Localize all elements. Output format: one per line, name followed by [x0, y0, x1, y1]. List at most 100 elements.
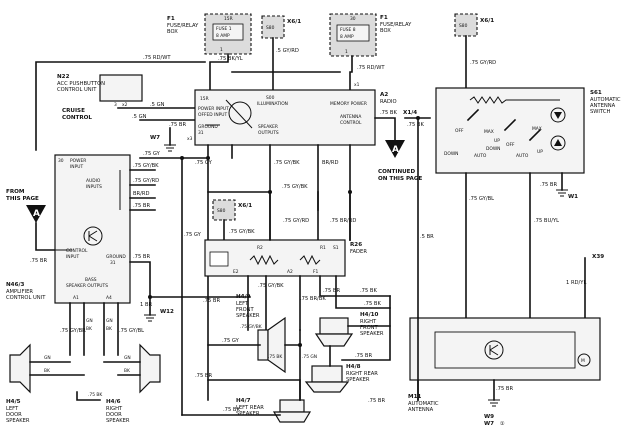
radio-pin-15r: 15R [200, 96, 209, 102]
radio-ground-31: 31 [198, 130, 204, 136]
switch-off-a: OFF [455, 128, 464, 134]
wire-gy-bk-horiz: .75 GY/BK [282, 184, 308, 190]
fuse-1-label: FUSE 1 [216, 26, 232, 32]
m11-automatic: AUTOMATIC [408, 401, 439, 407]
h4-9-left: LEFT [236, 301, 249, 307]
wire-gy-fader: .75 GY [184, 232, 202, 238]
h4-10-right: RIGHT [360, 319, 377, 325]
wire-br-rr: .75 BR [355, 353, 372, 359]
f1-title-mid: FUSE/RELAY [380, 22, 412, 28]
wire-gn-a: .5 GN [150, 102, 165, 108]
n46-title: AMPLIFIER [6, 289, 33, 295]
wire-gy-rd-fader: .75 GY/RD [283, 218, 309, 224]
n46-control: CONTROL [66, 248, 88, 254]
radio-unit [194, 89, 376, 146]
fader-r2: R2 [257, 245, 263, 251]
wire-bk-rf-top: .75 BK [360, 288, 377, 294]
switch-up-a: UP [494, 138, 500, 144]
wire-bk-lf-bot: .75 BK [268, 354, 282, 360]
switch-down: DOWN [444, 151, 458, 157]
n46-audio-inputs: INPUTS [86, 184, 102, 190]
s61-switch: SWITCH [590, 109, 610, 115]
from-arrow-letter: A [33, 209, 40, 219]
w7-ref: W7 [150, 135, 160, 141]
wire-gy-bk-fader: .75 GY/BK [229, 229, 255, 235]
fader-e2: E2 [233, 269, 239, 275]
from-page-label: THIS PAGE [6, 196, 39, 202]
x6-1a-pin: S80 [266, 25, 275, 31]
wire-br-m11-left: .75 BR [368, 398, 385, 404]
left-door-speaker: GN BK [9, 343, 85, 394]
switch-off-b: OFF [506, 142, 515, 148]
w9-ref: W9 [484, 414, 494, 420]
f1-title-left: FUSE/RELAY [167, 23, 199, 29]
wire-gy-bk-front: .75 GY/BK [258, 283, 284, 289]
switch-auto-b: AUTO [516, 153, 529, 159]
wire-gy-bk-amp: .75 GY/BK [133, 163, 159, 169]
wire-br-rd-amp: BR/RD [133, 191, 150, 197]
wire-br-bk-front: .75 BR/BK [300, 296, 326, 302]
h4-5-left: LEFT [6, 406, 19, 412]
h4-8-ref: H4/8 [346, 364, 361, 370]
wire-rd-yl: 1 RD/YL [566, 280, 586, 286]
right-rear-speaker [304, 365, 350, 393]
wire-bk-fader-right: .75 BK [364, 301, 381, 307]
right-front-speaker [314, 317, 354, 347]
connector-x6-1-top-a: S80 X6/1 [261, 15, 301, 39]
h4-6-ref: H4/6 [106, 399, 121, 405]
w1-ref: W1 [568, 194, 578, 200]
wire-br-rd-radio: BR/RD [322, 160, 339, 166]
pin-30: 30 [350, 16, 356, 22]
wire-br-rd-fader: .75 BR/RD [330, 218, 356, 224]
fuse-relay-box-left: 15R FUSE 1 8 AMP 1 [204, 13, 252, 55]
wire-rd-wt-mid: .75 RD/WT [357, 65, 385, 71]
cruise-control-label: CONTROL [62, 115, 92, 121]
wire-gn-left-door: GN [44, 355, 51, 361]
radio-offed-input: OFFED INPUT [198, 112, 227, 118]
wire-br-amp-gnd: .75 BR [133, 254, 150, 260]
switch-up-b: UP [537, 149, 543, 155]
h4-6-speaker: SPEAKER [106, 418, 130, 424]
switch-down-b: DOWN [486, 146, 500, 152]
right-door-speaker: GN BK [103, 343, 161, 394]
from-label: FROM [6, 189, 25, 195]
h4-5-speaker: SPEAKER [6, 418, 30, 424]
x6-1d-pin: S80 [459, 23, 468, 29]
fuse-8-rating: 8 AMP [340, 34, 354, 40]
acc-pushbutton-control-unit [99, 74, 143, 102]
wire-bk-left-door: BK [44, 368, 50, 374]
x1-4-ref: X1/4 [403, 110, 417, 116]
n46-bass: BASS [85, 277, 97, 283]
wire-gn-door-a: GN [86, 318, 93, 324]
n46-bass-outputs: SPEAKER OUTPUTS [66, 283, 108, 289]
x6-1c-pin: S80 [217, 208, 226, 214]
wire-bk-yl-top: .75 BK/YL [218, 56, 243, 62]
h4-7-left-rear: LEFT REAR [236, 405, 264, 411]
x6-1a-ref: X6/1 [287, 19, 301, 25]
wire-bk-x1-4: .75 BK [407, 122, 424, 128]
wire-br-fader-right: .75 BR [323, 288, 340, 294]
n22-pin-3: 3 [114, 102, 117, 108]
wire-gy-rd-amp: .75 GY/RD [133, 178, 159, 184]
n46-pin-30: 30 [58, 158, 64, 164]
wire-br-switch: .75 BR [540, 182, 557, 188]
w7-ref-bottom: W7 [484, 421, 494, 427]
continued-arrow-letter: A [392, 145, 399, 155]
radio-speaker: SPEAKER [258, 124, 278, 130]
x6-1d-ref: X6/1 [480, 18, 494, 24]
h4-7-ref: H4/7 [236, 398, 251, 404]
wire-br-amp: .75 BR [133, 203, 150, 209]
h4-10-ref: H4/10 [360, 312, 379, 318]
continued-label: CONTINUED [378, 169, 415, 175]
radio-x3: x3 [187, 136, 193, 142]
wire-br-from: .75 BR [30, 258, 47, 264]
continued-page-label: ON THIS PAGE [378, 176, 422, 182]
wire-bk-lr-bottom: .75 BK [223, 407, 240, 413]
h4-10-front: FRONT [360, 325, 379, 331]
n46-ref: N46/3 [6, 282, 25, 288]
m11-antenna: ANTENNA [408, 407, 434, 413]
a2-title: RADIO [380, 99, 397, 105]
wire-gy-rd-top: .5 GY/RD [276, 48, 299, 54]
n46-ground: GROUND [106, 254, 126, 260]
